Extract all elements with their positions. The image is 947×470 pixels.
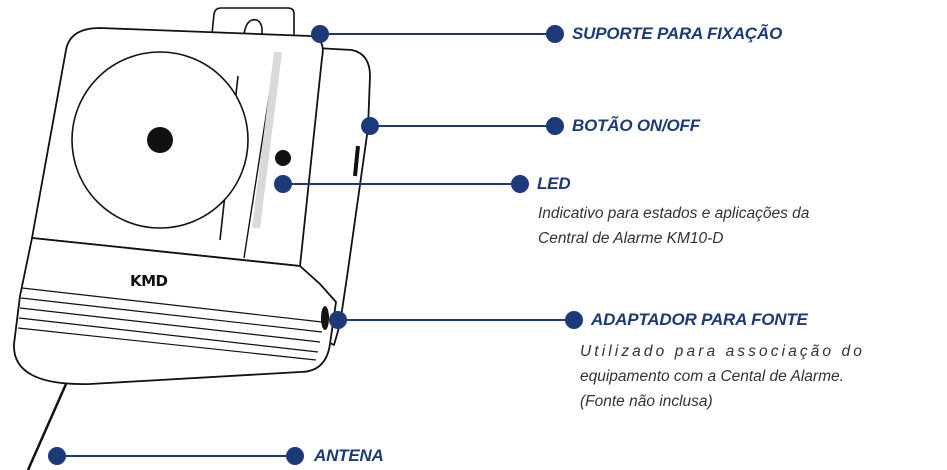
callout-lines: [48, 25, 583, 465]
label-botao: BOTÃO ON/OFF: [572, 116, 700, 135]
adaptador-description-line: equipamento com a Cental de Alarme.: [580, 368, 844, 385]
led-description: Indicativo para estados e aplicações da …: [538, 201, 809, 251]
mounting-bracket: [211, 7, 295, 41]
speaker-disc: [71, 51, 249, 229]
label-antena: ANTENA: [314, 446, 384, 465]
led-description-line: Indicativo para estados e aplicações da: [538, 205, 810, 222]
grille-ribs: [17, 287, 323, 361]
label-led: LED: [537, 174, 571, 193]
label-suporte: SUPORTE PARA FIXAÇÃO: [572, 24, 783, 43]
adaptador-description: Utilizado para associação do equipamento…: [580, 339, 865, 414]
power-switch: [353, 145, 360, 177]
adaptador-description-line: (Fonte não inclusa): [580, 393, 713, 410]
led-description-line: Central de Alarme KM10-D: [538, 230, 724, 247]
led-indicator: [275, 150, 291, 166]
adaptador-description-line: Utilizado para associação do: [580, 343, 865, 360]
brand-logo: KMD: [130, 272, 168, 290]
label-adaptador: ADAPTADOR PARA FONTE: [591, 310, 808, 329]
antenna-wire: [26, 383, 68, 470]
power-jack: [321, 306, 329, 330]
